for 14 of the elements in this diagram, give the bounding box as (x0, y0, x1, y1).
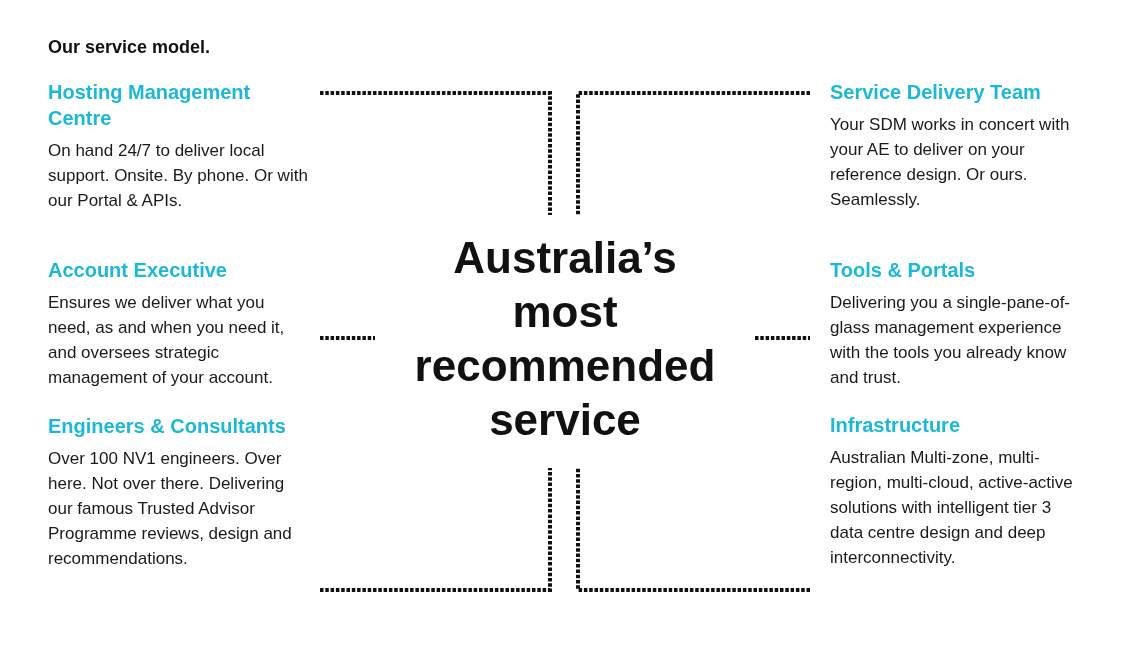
description-text: Over 100 NV1 engineers. Over here. Not over there. Delivering our famous Trusted Advisor Programme reviews, design and recommendations. (48, 448, 293, 570)
section-heading: Account Executive (48, 258, 228, 283)
description-text: Ensures we deliver what you need, as and when you need it, and oversees strategic management of your account. (48, 292, 286, 389)
description-text: Australian Multi-zone, multi-region, multi-cloud, active-active solutions with intelligent tier 3 data centre design and deep interconnectivity. (830, 447, 1074, 569)
section-heading: Tools & Portals (830, 258, 977, 283)
section-heading: Hosting Management Centre (48, 80, 252, 131)
section-heading: Engineers & Consultants (48, 414, 287, 439)
diagram-title: Our service model. (48, 36, 211, 58)
description-text: On hand 24/7 to deliver local support. Onsite. By phone. Or with our Portal & APIs. (48, 140, 309, 212)
description-text: Your SDM works in concert with your AE to deliver on your reference design. Or ours. Seamlessly. (830, 114, 1071, 211)
section-heading: Service Delivery Team (830, 80, 1042, 105)
description-text: Delivering you a single-pane-of-glass management experience with the tools you already know and trust. (830, 292, 1072, 389)
section-heading: Infrastructure (830, 413, 962, 438)
headline-text: Australia’s most recommended service (413, 232, 717, 446)
